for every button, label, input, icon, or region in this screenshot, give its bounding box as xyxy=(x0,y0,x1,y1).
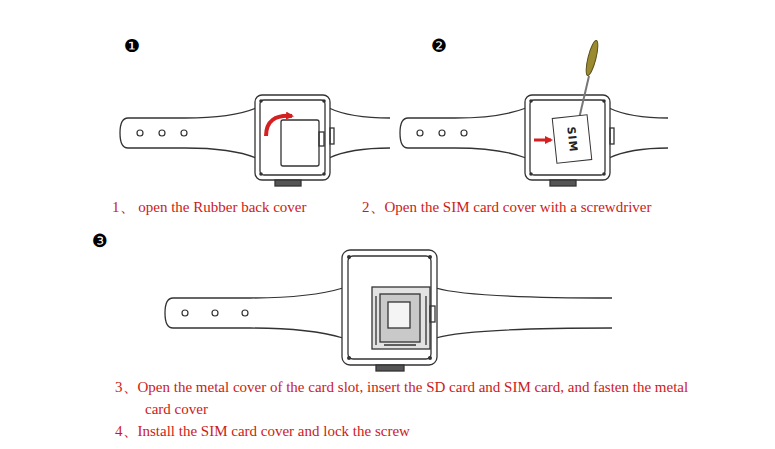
sim-card xyxy=(388,302,410,328)
watch-strap xyxy=(609,108,668,158)
watch-inner-frame xyxy=(530,100,605,175)
screws xyxy=(259,99,606,360)
watch-strap xyxy=(400,108,526,158)
callout-number: ❸ xyxy=(92,231,108,251)
slot-tab xyxy=(430,306,435,322)
sim-card-cover: SIM xyxy=(552,114,593,164)
step-caption: 4、Install the SIM card cover and lock th… xyxy=(115,420,410,442)
step-caption: 2、Open the SIM card cover with a screwdr… xyxy=(362,196,651,218)
watch-side-button xyxy=(330,128,334,144)
callout-number: ❷ xyxy=(431,36,447,56)
watch-strap xyxy=(165,288,343,338)
pointer-arrow xyxy=(534,139,551,142)
watch-strap xyxy=(120,108,256,158)
step-caption: 1、 open the Rubber back cover xyxy=(112,196,307,218)
watch-body xyxy=(525,95,610,180)
cover-label: SIM xyxy=(564,125,580,152)
watch-strap xyxy=(329,108,390,158)
watch-inner-frame xyxy=(348,256,431,359)
watch-body xyxy=(255,95,330,180)
watch-button xyxy=(550,180,576,186)
metal-card-cover xyxy=(380,294,420,342)
rubber-back-cover xyxy=(281,120,319,166)
metal-card-slot xyxy=(372,287,430,349)
watch-button xyxy=(275,180,301,186)
watch-body xyxy=(342,250,437,365)
watch-strap xyxy=(436,288,612,338)
open-arrow xyxy=(266,116,292,136)
watch-inner-frame xyxy=(260,100,325,175)
step-caption: 3、Open the metal cover of the card slot,… xyxy=(115,376,705,420)
callout-number: ❶ xyxy=(124,36,140,56)
strap-holes xyxy=(137,130,467,316)
watch-side-button xyxy=(610,128,614,144)
slot-detail xyxy=(376,296,426,345)
screwdriver-handle xyxy=(584,40,600,77)
watch-button xyxy=(376,365,404,371)
cover-tab xyxy=(319,132,324,146)
